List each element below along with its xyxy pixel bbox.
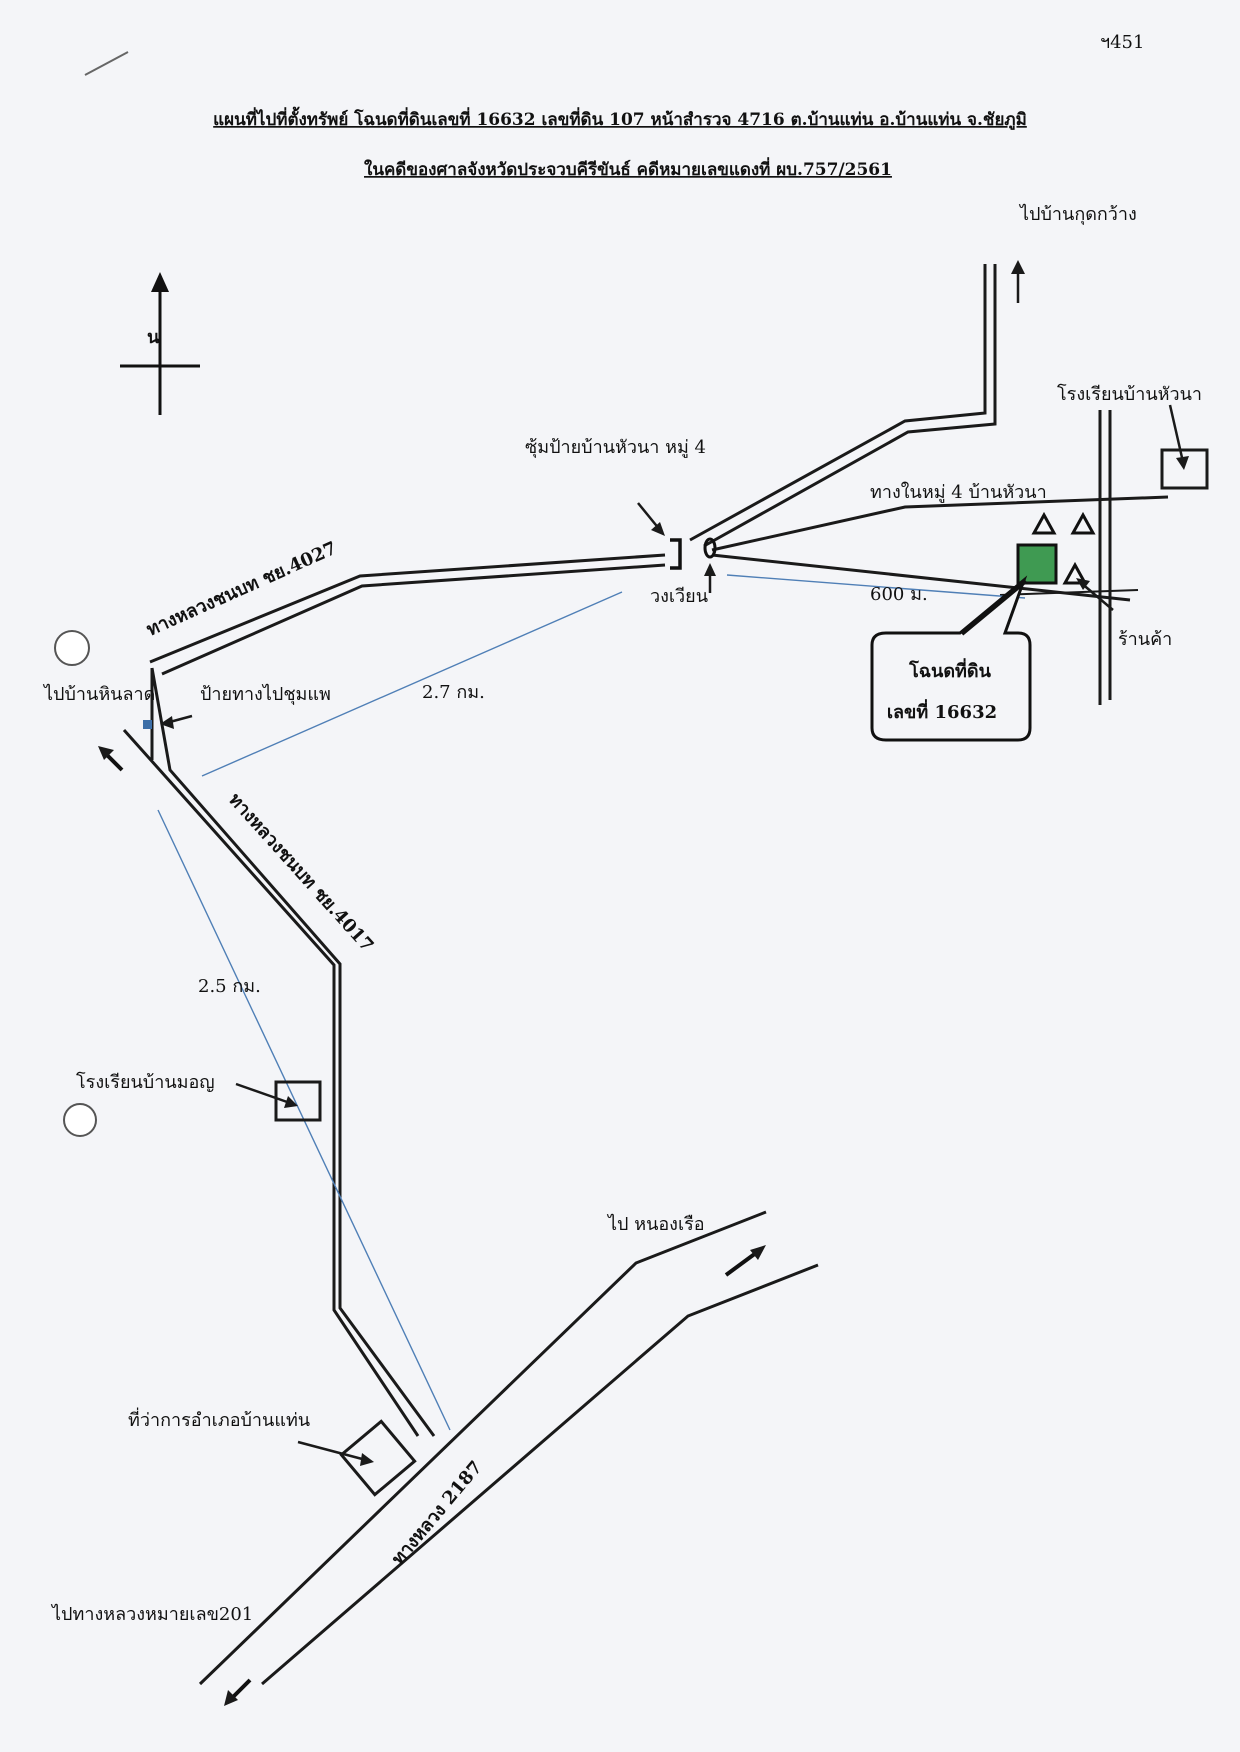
label-school-hua-na: โรงเรียนบ้านหัวนา <box>1057 383 1202 405</box>
label-sign-chum-phae: ป้ายทางไปชุมแพ <box>200 683 331 705</box>
arrow-to-nong-ruea <box>724 1245 766 1277</box>
punch-hole-icon <box>63 1103 97 1137</box>
distance-line-2-7 <box>201 591 623 777</box>
arch-gate-icon <box>670 538 682 570</box>
label-school-mon: โรงเรียนบ้านมอญ <box>76 1071 215 1093</box>
arrow-to-hwy-201 <box>224 1678 252 1706</box>
arrow-sign-chum-phae <box>160 714 193 729</box>
north-arrow-icon: น <box>120 272 200 415</box>
road-east-vertical <box>1098 410 1112 705</box>
road-2187 <box>198 1210 819 1686</box>
school-box-icon <box>1160 448 1209 490</box>
label-to-kut-krang: ไปบ้านกุดกว้าง <box>1018 203 1137 225</box>
label-district-office: ที่ว่าการอำเภอบ้านแท่น <box>128 1407 310 1431</box>
label-distance-2-5: 2.5 กม. <box>198 976 261 997</box>
deed-label-line-1: โฉนดที่ดิน <box>908 658 991 682</box>
label-roundabout: วงเวียน <box>650 586 708 607</box>
deed-parcel <box>1016 543 1058 585</box>
north-label: น <box>147 327 160 348</box>
arrow-district-office <box>297 1440 374 1466</box>
arrow-school-mon <box>235 1082 298 1108</box>
title-line-1: แผนที่ไปที่ตั้งทรัพย์ โฉนดที่ดินเลขที่ 1… <box>213 106 1027 131</box>
label-arch-hua-na: ซุ้มป้ายบ้านหัวนา หมู่ 4 <box>525 437 706 458</box>
label-village-road: ทางในหมู่ 4 บ้านหัวนา <box>870 481 1047 503</box>
roundabout-icon <box>703 537 717 559</box>
distance-line-600 <box>726 574 1026 599</box>
arrow-to-kut-krang <box>1011 260 1025 303</box>
arrow-arch <box>637 502 665 536</box>
label-to-nong-ruea: ไป หนองเรือ <box>606 1213 705 1235</box>
school-box-icon <box>274 1080 322 1122</box>
arrow-school-hua-na <box>1168 404 1189 470</box>
title-line-2: ในคดีของศาลจังหวัดประจวบคีรีขันธ์ คดีหมา… <box>364 157 892 180</box>
road-4027 <box>149 553 666 676</box>
village-road <box>711 495 1169 602</box>
punch-hole-icon <box>54 630 90 666</box>
label-distance-600: 600 ม. <box>870 584 928 605</box>
sign-marker <box>143 720 152 729</box>
road-4017 <box>122 667 436 1437</box>
shop-triangle-icon <box>1031 511 1096 585</box>
deed-callout: โฉนดที่ดิน เลขที่ 16632 <box>870 575 1032 742</box>
label-to-hwy-201: ไปทางหลวงหมายเลข201 <box>50 1603 253 1625</box>
arrow-shop <box>1076 578 1114 611</box>
label-to-hin-lat: ไปบ้านหินลาด <box>42 683 155 705</box>
arrow-to-hin-lat <box>98 746 124 772</box>
road-to-kut-krang <box>689 264 997 548</box>
district-office-box-icon <box>339 1419 417 1497</box>
page-mark: ฯ451 <box>1100 32 1144 53</box>
label-distance-2-7: 2.7 กม. <box>422 682 485 703</box>
pencil-stroke <box>84 51 129 76</box>
label-shop: ร้านค้า <box>1118 629 1172 650</box>
deed-label-line-2: เลขที่ 16632 <box>887 699 997 723</box>
arrow-roundabout <box>704 563 716 593</box>
